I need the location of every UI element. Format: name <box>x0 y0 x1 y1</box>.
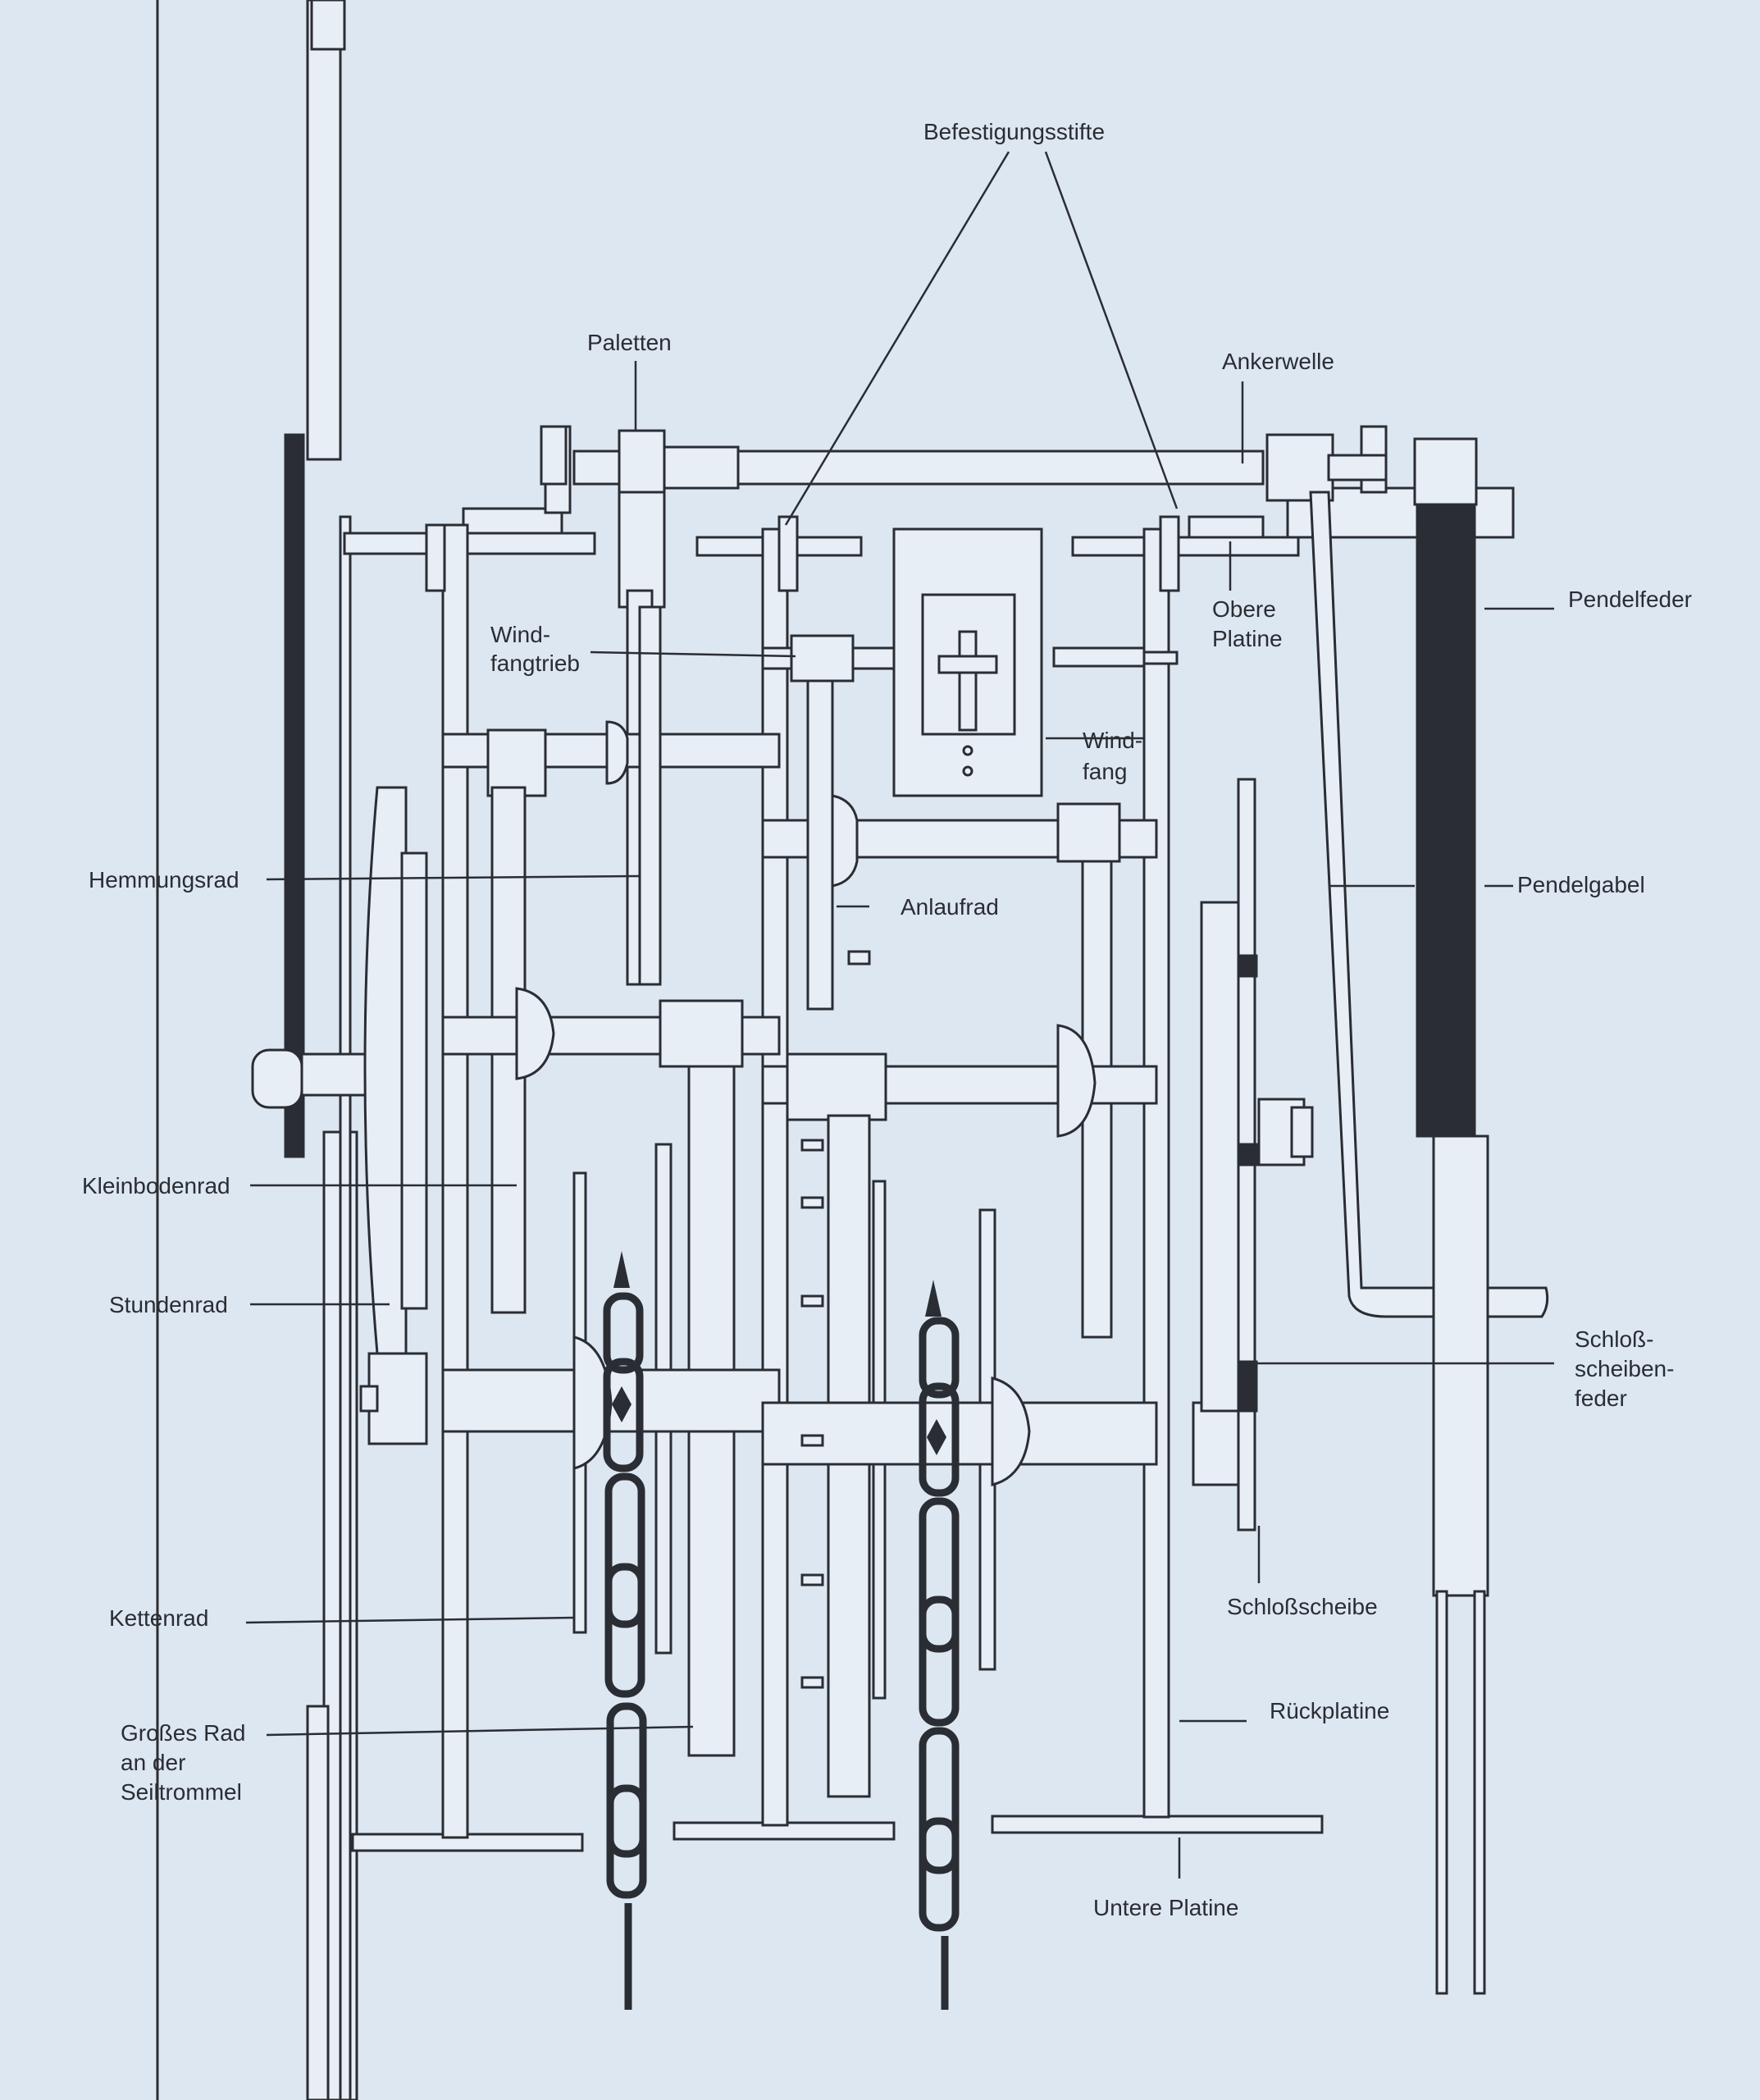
label-obere-platine-2: Platine <box>1212 626 1283 651</box>
label-grosses-rad-1: Großes Rad <box>121 1720 246 1746</box>
label-schlossscheibe: Schloßscheibe <box>1227 1594 1378 1619</box>
label-untere-platine: Untere Platine <box>1093 1895 1238 1920</box>
third-wheel <box>363 786 428 1355</box>
label-windfangtrieb-2: fangtrieb <box>490 651 580 676</box>
lifting-pins <box>800 1139 824 1689</box>
label-schlossscheibenfeder-1: Schloß- <box>1575 1326 1653 1352</box>
label-hemmungsrad: Hemmungsrad <box>89 867 239 892</box>
fly-pinion <box>761 634 896 682</box>
fly <box>892 527 1179 797</box>
label-schlossscheibenfeder-2: scheiben- <box>1575 1356 1674 1381</box>
warning-wheel <box>761 679 1158 1339</box>
label-stundenrad: Stundenrad <box>109 1292 228 1317</box>
label-windfang-1: Wind- <box>1083 728 1142 753</box>
label-pendelgabel: Pendelgabel <box>1517 872 1645 897</box>
pillars <box>425 515 1180 1839</box>
lower-plate <box>351 1815 1324 1852</box>
leader-lines <box>245 151 1554 1879</box>
chain-wheel-left <box>359 1143 781 1655</box>
label-rueckplatine: Rückplatine <box>1270 1698 1389 1723</box>
label-grosses-rad-3: Seiltrommel <box>121 1779 242 1805</box>
label-windfangtrieb-1: Wind- <box>490 622 550 647</box>
crutch <box>1309 491 1549 1318</box>
front-plate <box>306 0 358 2100</box>
count-wheel <box>1200 778 1314 1532</box>
dial-hand <box>251 433 377 1158</box>
label-kleinbodenrad: Kleinbodenrad <box>82 1173 230 1198</box>
label-befestigungsstifte: Befestigungsstifte <box>923 119 1105 144</box>
label-windfang-2: fang <box>1083 759 1128 784</box>
chain-wheel-right <box>761 1180 1244 1700</box>
label-anlaufrad: Anlaufrad <box>901 894 999 920</box>
label-kettenrad: Kettenrad <box>109 1605 208 1631</box>
label-grosses-rad-2: an der <box>121 1750 185 1775</box>
label-ankerwelle: Ankerwelle <box>1222 349 1334 374</box>
chain-right <box>919 1280 960 2010</box>
anchor-arbor <box>540 425 1388 502</box>
label-schlossscheibenfeder-3: feder <box>1575 1386 1627 1411</box>
pendulum-spring <box>1413 437 1489 1995</box>
chain-left <box>603 1251 647 2010</box>
label-paletten: Paletten <box>587 330 672 355</box>
label-pendelfeder: Pendelfeder <box>1568 587 1692 612</box>
label-obere-platine-1: Obere <box>1212 596 1276 622</box>
